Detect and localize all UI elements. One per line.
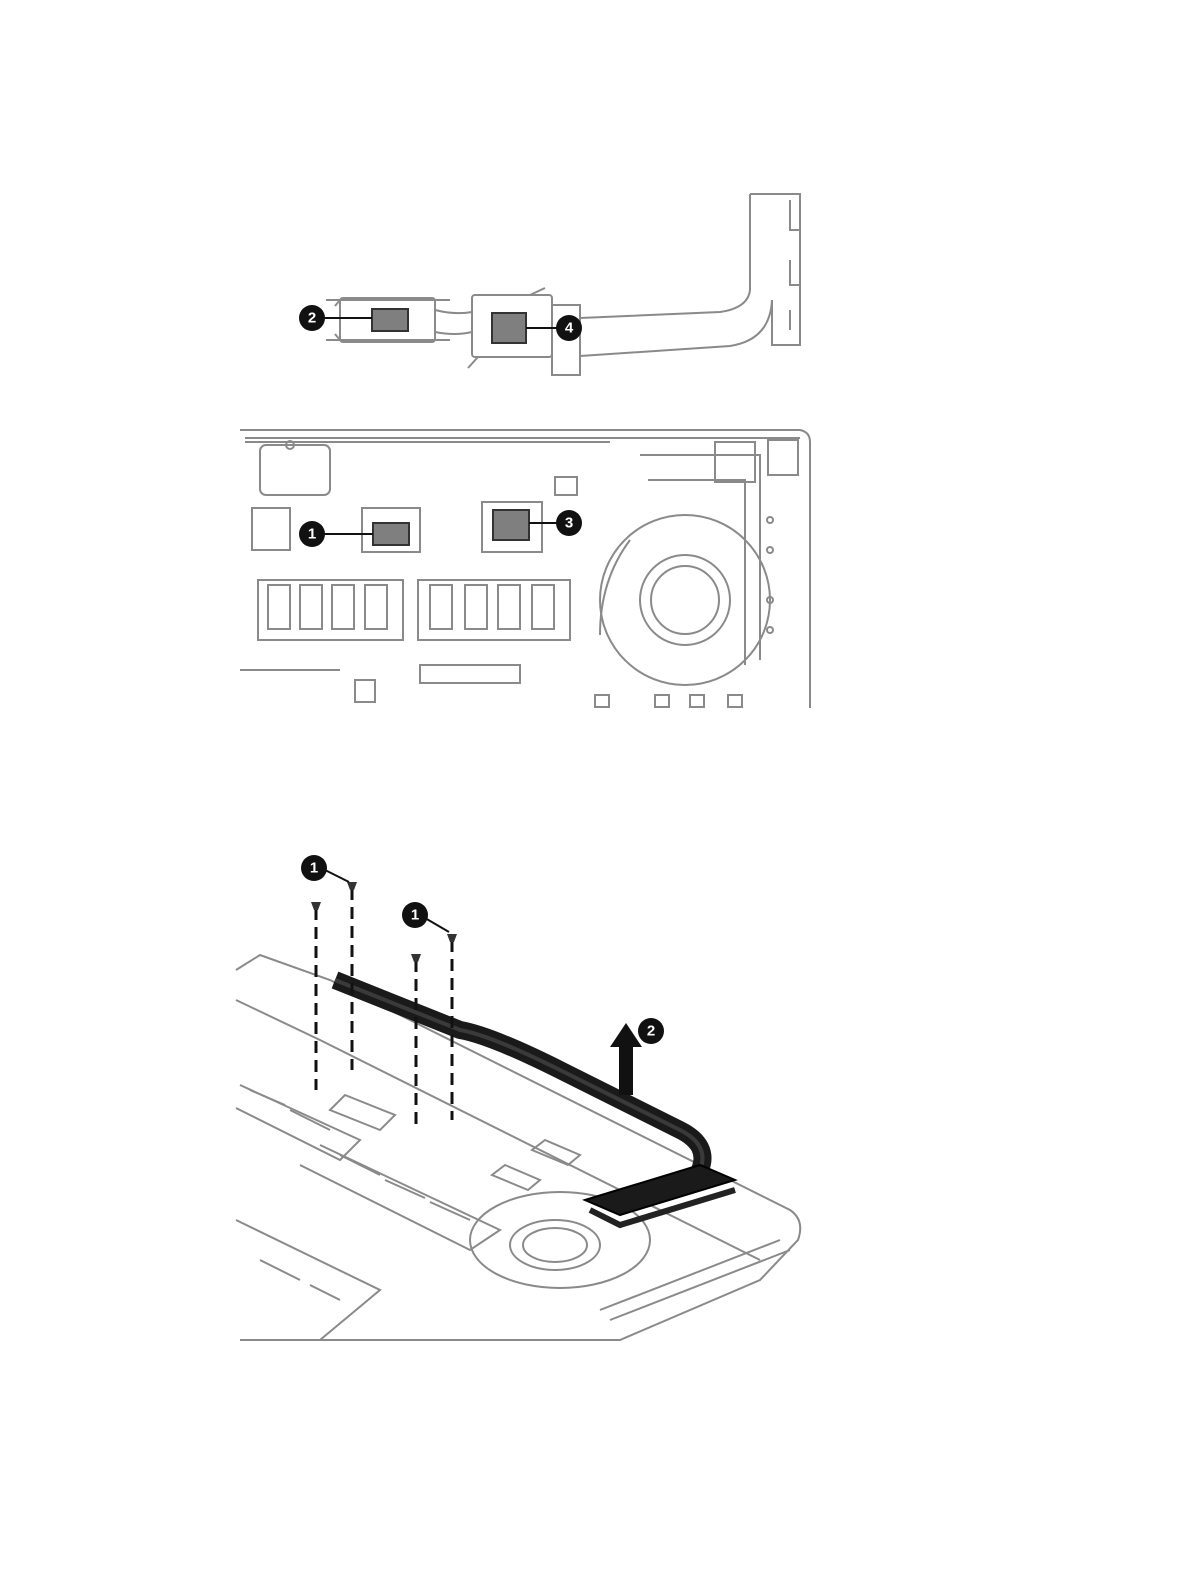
thermal-pad-cpu-board	[373, 523, 409, 545]
system-board-outline	[240, 430, 810, 708]
callout-1: 1	[299, 521, 325, 547]
callout-1-left: 1	[301, 855, 327, 881]
lift-arrow-icon	[610, 1023, 642, 1095]
svg-text:3: 3	[565, 515, 573, 532]
leader-line	[425, 918, 449, 932]
figure-heatsink-thermal-pads: 2 4	[0, 0, 1189, 400]
svg-text:1: 1	[308, 526, 316, 543]
figure-heatsink-removal: 1 1 2	[0, 840, 1189, 1360]
callout-3: 3	[556, 510, 582, 536]
chassis-outline	[236, 955, 800, 1340]
heat-pipe-assembly	[335, 980, 735, 1225]
heatsink-outline	[326, 194, 800, 375]
thermal-pad-gpu-heatsink	[492, 313, 526, 343]
heatsink-removal-drawing: 1 1 2	[0, 840, 1189, 1360]
callout-1-right: 1	[402, 902, 428, 928]
callout-2: 2	[299, 305, 325, 331]
screw-icon	[447, 934, 457, 942]
screw-icon	[347, 882, 357, 890]
callout-2-lift: 2	[638, 1018, 664, 1044]
leader-line	[325, 870, 349, 882]
screws	[311, 882, 457, 962]
callout-4: 4	[556, 315, 582, 341]
system-board-drawing: 1 3	[0, 420, 1189, 720]
thermal-pad-gpu-board	[493, 510, 529, 540]
svg-text:4: 4	[565, 320, 574, 337]
thermal-pad-cpu-heatsink	[372, 309, 408, 331]
svg-text:1: 1	[411, 907, 419, 924]
svg-text:1: 1	[310, 860, 318, 877]
svg-text:2: 2	[647, 1023, 655, 1040]
screw-icon	[311, 902, 321, 910]
screw-icon	[411, 954, 421, 962]
figure-system-board-thermal-pads: 1 3	[0, 420, 1189, 720]
heatsink-drawing: 2 4	[0, 0, 1189, 400]
svg-text:2: 2	[308, 310, 316, 327]
